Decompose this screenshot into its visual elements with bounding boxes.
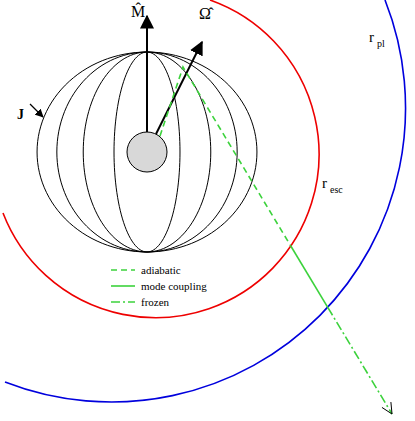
rotation-axis-label: Ω̂ [199,6,211,22]
legend-line-sample [110,281,136,291]
legend-row: mode coupling [110,278,207,294]
adiabatic-segment [160,67,291,245]
escape-radius-arc [3,0,319,318]
radius-subscript: pl [377,39,385,49]
magnetic-axis-arrow [146,16,148,132]
neutron-star [127,132,167,172]
legend-text: mode coupling [141,280,207,292]
frozen-segment [328,308,392,414]
radius-subscript: esc [330,185,343,195]
legend-line-sample [110,265,136,275]
ray-path [160,67,392,414]
current-label: J [17,108,24,122]
rotation-axis-arrow [156,42,202,134]
magnetic-axis-label: M̂ [131,4,145,20]
legend-text: frozen [141,296,169,308]
ray-arrowhead [382,402,392,414]
legend-row: adiabatic [110,262,207,278]
current-arrow [30,104,43,117]
legend-row: frozen [110,294,207,310]
plasma-radius-arc [5,0,406,402]
legend-line-sample [110,297,136,307]
legend: adiabatic mode coupling frozen [110,262,207,310]
mode-coupling-segment [291,245,328,307]
radius-symbol: r [322,176,327,191]
radius-symbol: r [369,30,374,45]
legend-text: adiabatic [141,264,181,276]
